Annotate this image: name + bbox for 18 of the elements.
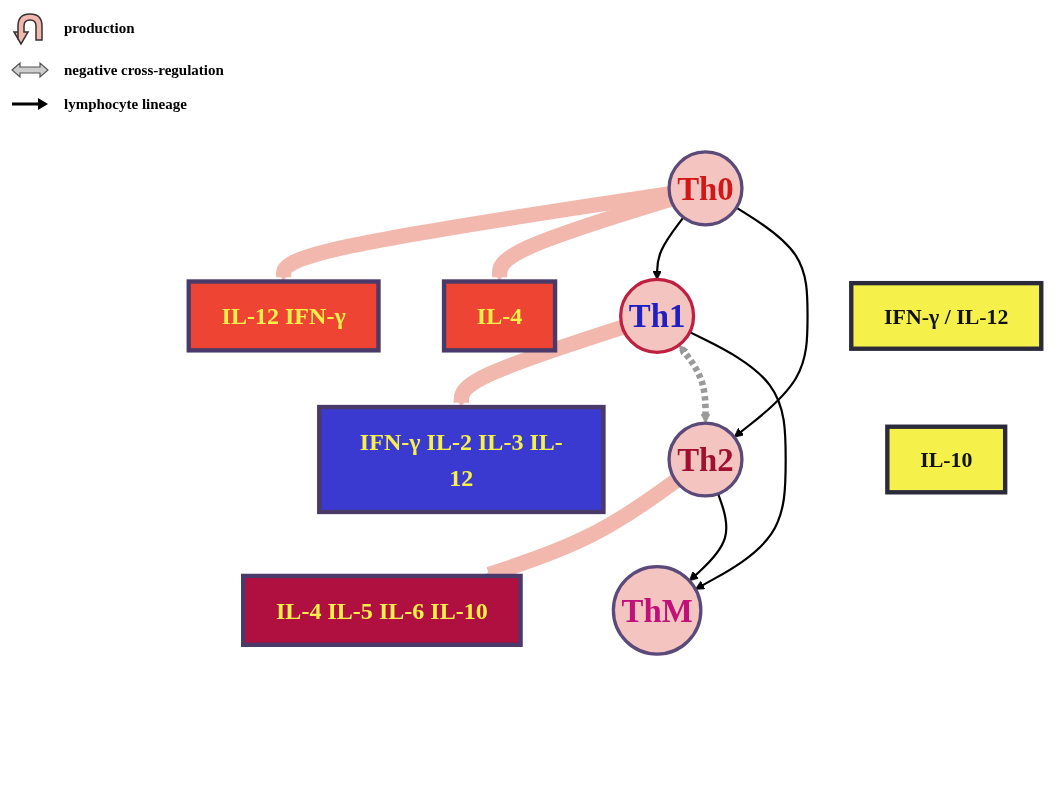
legend-text: lymphocyte lineage	[64, 95, 187, 113]
node-box: IL-4	[441, 279, 558, 353]
arrow	[689, 331, 787, 590]
legend-text: production	[64, 19, 135, 37]
node-circle: Th1	[619, 277, 696, 355]
legend-text: negative cross-regulation	[64, 61, 224, 79]
arrow	[688, 493, 728, 582]
node-circle: Th2	[667, 421, 744, 498]
node-box: IL-12 IFN-γ	[186, 279, 381, 353]
node-box: IL-4 IL-5 IL-6 IL-10	[241, 573, 523, 647]
node-box: IL-10	[885, 424, 1008, 495]
node-circle: ThM	[611, 565, 703, 656]
arrow	[652, 216, 685, 280]
node-box: IFN-γ IL-2 IL-3 IL-12	[317, 404, 606, 515]
arrow	[679, 344, 711, 424]
arrow	[733, 206, 809, 438]
node-box: IFN-γ / IL-12	[849, 280, 1044, 351]
node-circle: Th0	[667, 150, 744, 227]
